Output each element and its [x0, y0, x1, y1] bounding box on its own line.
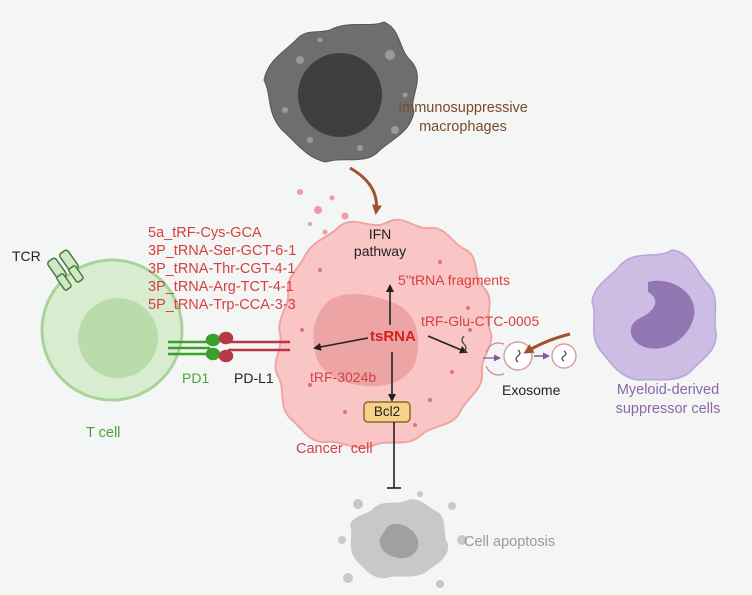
exosome-vesicle-1	[503, 341, 533, 371]
trna-item: 3P_tRNA-Arg-TCT-4-1	[148, 279, 294, 295]
apoptotic-cell	[338, 491, 467, 588]
macrophage-arrow	[349, 166, 382, 215]
trna-item: 3P_tRNA-Ser-GCT-6-1	[148, 243, 297, 259]
trna-list: 5a_tRF-Cys-GCA 3P_tRNA-Ser-GCT-6-1 3P_tR…	[148, 224, 296, 314]
cancer-cell	[274, 218, 493, 449]
mdsc-label: Myeloid-derived suppressor cells	[593, 381, 743, 419]
tsrna-arrows	[313, 284, 468, 402]
trf-3024b-label: tRF-3024b	[310, 369, 377, 385]
exosome-label: Exosome	[502, 382, 561, 398]
tsrna-label: tsRNA	[370, 328, 416, 345]
bcl2-box	[363, 401, 411, 423]
macrophage-label-line-1: Immunosuppressive	[398, 100, 528, 116]
pd1-receptor	[168, 333, 221, 361]
mdsc-cell	[591, 249, 717, 381]
cytokine-particles	[297, 189, 349, 235]
ifn-label: IFN pathway	[345, 226, 415, 260]
trf-glu-label: tRF-Glu-CTC-0005	[421, 313, 540, 329]
mdsc-arrow	[523, 332, 571, 354]
mdsc-label-line-2: suppressor cells	[615, 401, 721, 417]
t-cell-label: T cell	[86, 425, 121, 441]
mdsc-label-line-1: Myeloid-derived	[616, 382, 720, 398]
pd1-label: PD1	[182, 370, 210, 386]
t-cell	[40, 258, 184, 402]
tcr-receptor	[47, 249, 84, 291]
pdl1-ligand	[218, 331, 290, 363]
macrophage-cell	[263, 21, 418, 163]
trna-item: 5a_tRF-Cys-GCA	[148, 225, 262, 241]
trna-item: 5P_tRNA-Trp-CCA-3-3	[148, 297, 296, 313]
cancer-cell-label: Cancer cell	[296, 441, 373, 457]
trna-item: 3P_tRNA-Thr-CGT-4-1	[148, 261, 296, 277]
apoptosis-label: Cell apoptosis	[464, 534, 556, 550]
exosome-vesicle-2	[551, 343, 577, 369]
bcl2-label: Bcl2	[373, 404, 401, 419]
pdl1-label: PD-L1	[234, 370, 274, 386]
bcl2-inhibition	[387, 422, 401, 489]
macrophage-label: Immunosuppressive macrophages	[398, 99, 528, 137]
exosome-release	[461, 335, 505, 376]
ifn-label-line-2: pathway	[353, 243, 407, 259]
fragments-label: 5''tRNA fragments	[398, 272, 510, 288]
macrophage-label-line-2: macrophages	[419, 119, 507, 135]
ifn-label-line-1: IFN	[368, 226, 392, 242]
tcr-label: TCR	[12, 248, 41, 264]
